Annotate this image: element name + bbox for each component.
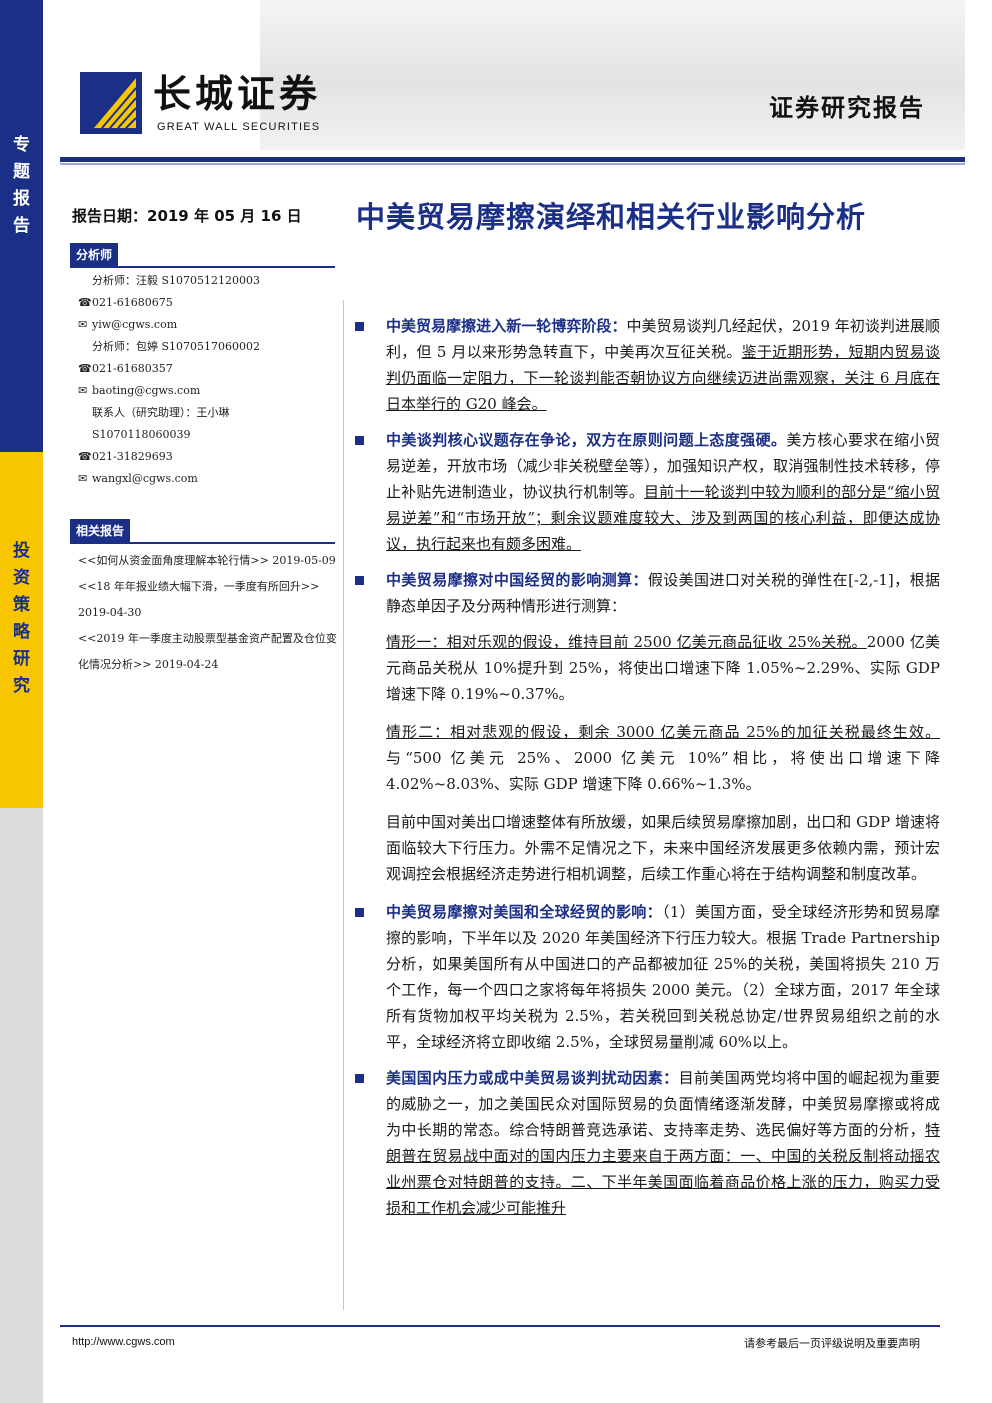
email-icon: ✉ — [78, 384, 88, 397]
scenario-text: 2000 亿美元商品关税从 10%提升到 25%，将使出口增速下降 1.05%~… — [386, 633, 940, 703]
bullet-heading: 中美贸易摩擦对中国经贸的影响测算： — [386, 571, 648, 589]
related-reports-heading: 相关报告 — [70, 519, 335, 544]
footer-website-link[interactable]: http://www.cgws.com — [72, 1336, 175, 1348]
header-divider-thin — [60, 163, 965, 165]
related-report-link[interactable]: <<如何从资金面角度理解本轮行情>> 2019-05-09 — [78, 554, 336, 567]
research-char: 投 — [13, 541, 30, 561]
summary-bullet: 中美贸易摩擦对美国和全球经贸的影响：（1）美国方面，受全球经济形势和贸易摩擦的影… — [355, 899, 940, 1055]
analyst-list: 分析师：汪毅 S1070512120003 ☎021-61680675 ✉yiw… — [78, 270, 340, 490]
analyst-row: ☎021-61680357 — [78, 358, 340, 380]
analyst-email-link[interactable]: wangxl@cgws.com — [92, 472, 198, 485]
summary-bullet: 中美谈判核心议题存在争论，双方在原则问题上态度强硬。美方核心要求在缩小贸易逆差，… — [355, 427, 940, 557]
report-body: 中美贸易摩擦进入新一轮博弈阶段：中美贸易谈判几经起伏，2019 年初谈判进展顺利… — [355, 313, 940, 1231]
email-icon: ✉ — [78, 472, 88, 485]
analyst-row: S1070118060039 — [78, 424, 340, 446]
bullet-heading: 美国国内压力或成中美贸易谈判扰动因素： — [386, 1069, 679, 1087]
phone-icon: ☎ — [78, 296, 92, 309]
scenario-underlined-text: 情形一：相对乐观的假设，维持目前 2500 亿美元商品征收 25%关税。 — [386, 633, 867, 651]
bullet-text: （1）美国方面，受全球经济形势和贸易摩擦的影响，下半年以及 2020 年美国经济… — [386, 903, 940, 1051]
bullet-underlined-text: 目前十一轮谈判中较为顺利的部分是“缩小贸易逆差”和“市场开放”；剩余议题难度较大… — [386, 483, 940, 553]
analyst-row: ✉ yiw@cgws.com — [78, 314, 340, 336]
research-char: 究 — [13, 676, 30, 696]
category-char: 报 — [13, 189, 30, 209]
analyst-row: 分析师：包婷 S1070517060002 — [78, 336, 340, 358]
summary-bullet: 美国国内压力或成中美贸易谈判扰动因素：目前美国两党均将中国的崛起视为重要的威胁之… — [355, 1065, 940, 1221]
report-type-label: 证券研究报告 — [769, 93, 925, 122]
analyst-row: ☎021-31829693 — [78, 446, 340, 468]
bullet-underlined-text: 特朗普在贸易战中面对的国内压力主要来自于两方面：一、中国的关税反制将动摇农业州票… — [386, 1121, 940, 1217]
company-logo-icon — [80, 72, 142, 134]
email-icon: ✉ — [78, 318, 88, 331]
related-reports-heading-label: 相关报告 — [70, 519, 131, 542]
research-char: 略 — [13, 622, 30, 642]
summary-bullet: 中美贸易摩擦对中国经贸的影响测算：假设美国进口对关税的弹性在[-2,-1]，根据… — [355, 567, 940, 619]
scenario-text: 与“500 亿美元 25%、2000 亿美元 10%”相比，将使出口增速下降 4… — [386, 749, 940, 793]
analysts-heading-label: 分析师 — [70, 243, 119, 266]
scenario-one: 情形一：相对乐观的假设，维持目前 2500 亿美元商品征收 25%关税。2000… — [355, 629, 940, 707]
scenario-underlined-text: 情形二：相对悲观的假设，剩余 3000 亿美元商品 25%的加征关税最终生效。 — [386, 723, 940, 741]
analyst-row: 分析师：汪毅 S1070512120003 — [78, 270, 340, 292]
bullet-heading: 中美贸易摩擦对美国和全球经贸的影响： — [386, 903, 662, 921]
phone-icon: ☎ — [78, 362, 92, 375]
bullet-underlined-text: 鉴于近期形势，短期内贸易谈判仍面临一定阻力，下一轮谈判能否朝协议方向继续迈进尚需… — [386, 343, 940, 413]
bullet-square-icon — [355, 1074, 364, 1083]
footer-disclaimer: 请参考最后一页评级说明及重要声明 — [744, 1337, 920, 1350]
bullet-text: 假设美国进口对关税的弹性在[-2,-1]，根据静态单因子及分两种情形进行测算： — [386, 571, 940, 615]
side-strip-top — [0, 0, 43, 452]
phone-icon: ☎ — [78, 450, 92, 463]
analyst-text: S1070118060039 — [92, 428, 191, 441]
footer-divider — [60, 1325, 940, 1327]
scenario-two: 情形二：相对悲观的假设，剩余 3000 亿美元商品 25%的加征关税最终生效。与… — [355, 719, 940, 797]
header-divider — [60, 157, 965, 162]
report-date: 报告日期：2019 年 05 月 16 日 — [72, 207, 302, 225]
analyst-row: ✉ wangxl@cgws.com — [78, 468, 340, 490]
bullet-text: 美方核心要求在缩小贸易逆差，开放市场（减少非关税壁垒等），加强知识产权，取消强制… — [386, 431, 940, 501]
company-name-en: GREAT WALL SECURITIES — [157, 121, 321, 133]
page-header: 长城证券 GREAT WALL SECURITIES 证券研究报告 — [60, 0, 965, 162]
side-strip-bottom — [0, 808, 43, 1403]
analyst-text: 分析师：包婷 S1070517060002 — [92, 340, 261, 353]
report-title: 中美贸易摩擦演绎和相关行业影响分析 — [356, 200, 867, 234]
category-char: 告 — [13, 216, 30, 236]
analyst-phone: 021-61680675 — [92, 296, 173, 309]
paragraph-text: 目前中国对美出口增速整体有所放缓，如果后续贸易摩擦加剧，出口和 GDP 增速将面… — [386, 813, 940, 883]
bullet-square-icon — [355, 322, 364, 331]
analyst-row: ☎021-61680675 — [78, 292, 340, 314]
bullet-square-icon — [355, 436, 364, 445]
analyst-row: ✉ baoting@cgws.com — [78, 380, 340, 402]
bullet-heading: 中美贸易摩擦进入新一轮博弈阶段： — [386, 317, 627, 335]
related-reports-list: <<如何从资金面角度理解本轮行情>> 2019-05-09 <<18 年年报业绩… — [78, 548, 340, 678]
bullet-square-icon — [355, 576, 364, 585]
header-landscape-background — [260, 0, 965, 150]
analyst-email-link[interactable]: baoting@cgws.com — [92, 384, 201, 397]
bullet-text: 中美贸易谈判几经起伏，2019 年初谈判进展顺利，但 5 月以来形势急转直下，中… — [386, 317, 940, 361]
column-divider — [343, 300, 344, 1310]
bullet-text: 目前美国两党均将中国的崛起视为重要的威胁之一，加之美国民众对国际贸易的负面情绪逐… — [386, 1069, 940, 1139]
company-name-cn: 长城证券 — [153, 71, 322, 116]
research-char: 研 — [13, 649, 30, 669]
summary-bullet: 中美贸易摩擦进入新一轮博弈阶段：中美贸易谈判几经起伏，2019 年初谈判进展顺利… — [355, 313, 940, 417]
research-char: 策 — [13, 595, 30, 615]
bullet-square-icon — [355, 908, 364, 917]
related-report-link[interactable]: <<2019 年一季度主动股票型基金资产配置及仓位变化情况分析>> 2019-0… — [78, 632, 337, 671]
report-category-label: 专 题 报 告 — [0, 132, 43, 240]
bullet-heading: 中美谈判核心议题存在争论，双方在原则问题上态度强硬。 — [386, 431, 787, 449]
category-char: 题 — [13, 162, 30, 182]
research-char: 资 — [13, 568, 30, 588]
related-report-link[interactable]: <<18 年年报业绩大幅下滑，一季度有所回升>> 2019-04-30 — [78, 580, 320, 619]
analyst-text: 分析师：汪毅 S1070512120003 — [92, 274, 261, 287]
analyst-email-link[interactable]: yiw@cgws.com — [92, 318, 178, 331]
analyst-text: 联系人（研究助理）：王小琳 — [92, 406, 230, 419]
analyst-row: 联系人（研究助理）：王小琳 — [78, 402, 340, 424]
analysts-heading: 分析师 — [70, 243, 335, 268]
analyst-phone: 021-61680357 — [92, 362, 173, 375]
category-char: 专 — [13, 135, 30, 155]
china-outlook-paragraph: 目前中国对美出口增速整体有所放缓，如果后续贸易摩擦加剧，出口和 GDP 增速将面… — [355, 809, 940, 887]
side-strip-middle — [0, 452, 43, 808]
analyst-phone: 021-31829693 — [92, 450, 173, 463]
research-type-label: 投 资 策 略 研 究 — [0, 538, 43, 700]
